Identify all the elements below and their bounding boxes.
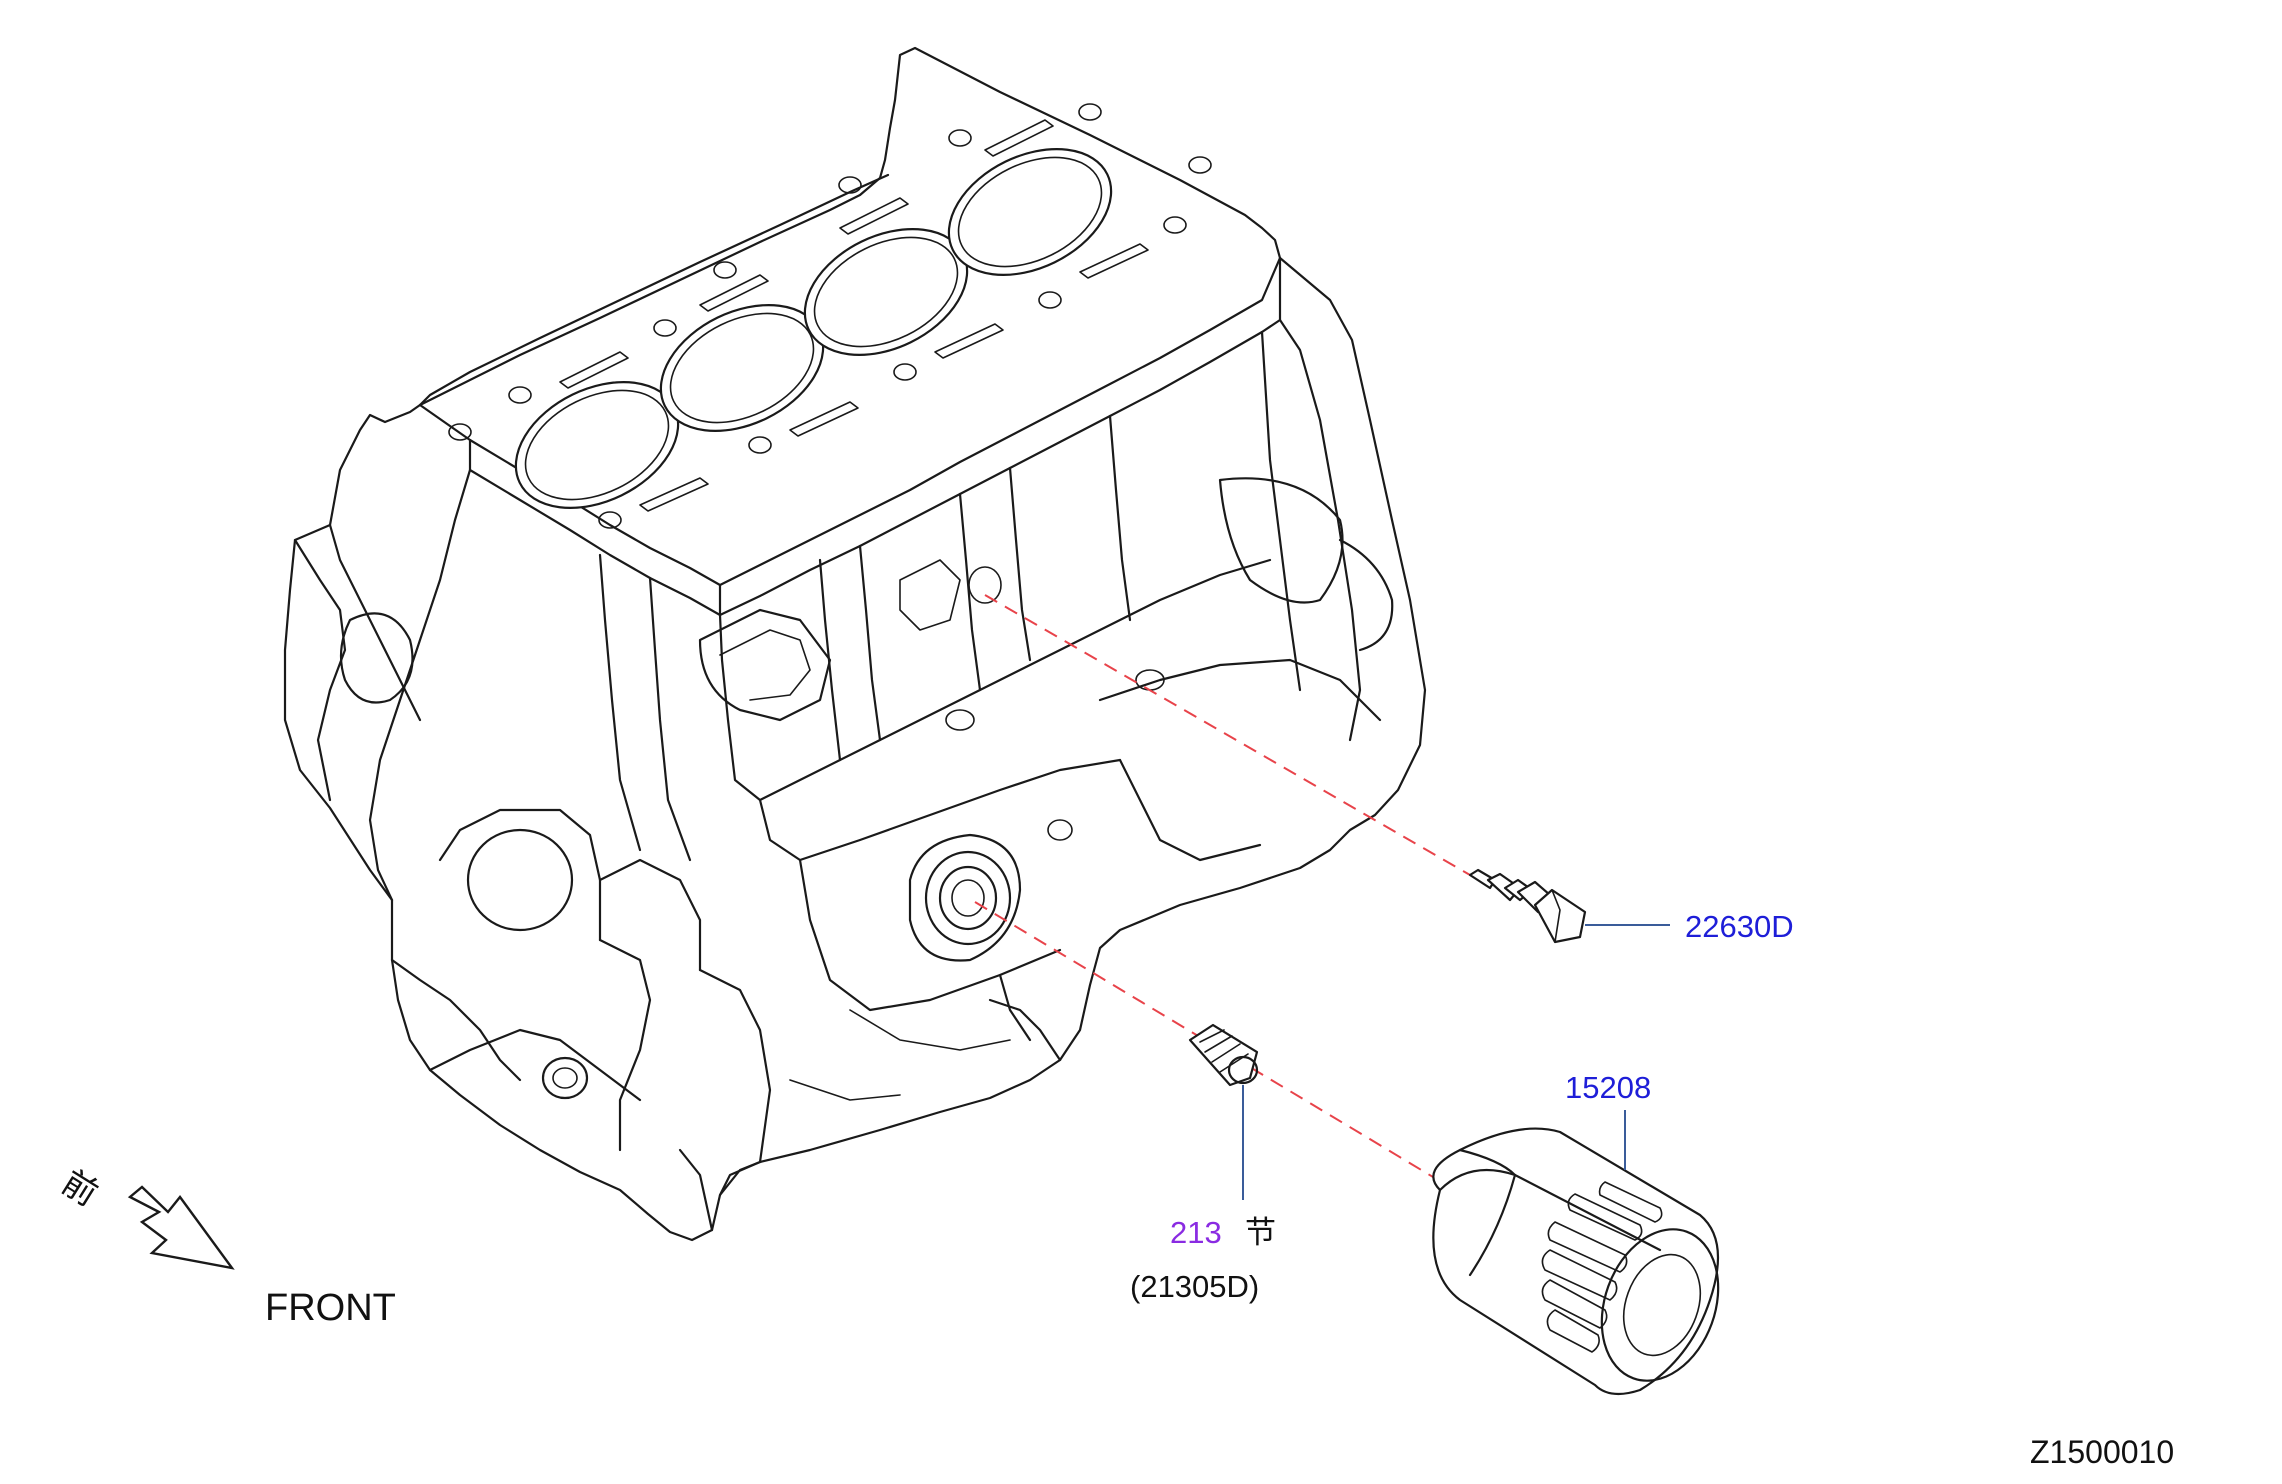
oil-filter (1432, 1127, 1720, 1396)
callout-22630d[interactable]: 22630D (1685, 909, 1794, 944)
water-temperature-sensor (1468, 868, 1587, 944)
deck-bolt-holes (448, 103, 1212, 529)
oil-filter-mount (908, 833, 1022, 962)
engine-block (283, 46, 1427, 1242)
front-label: FRONT (265, 1287, 396, 1329)
connector-stud (1188, 1023, 1259, 1087)
sensor-assembly-line (984, 594, 1471, 876)
callout-213-suffix: 节 (1245, 1215, 1276, 1250)
diagram-id: Z1500010 (2030, 1434, 2174, 1470)
callout-15208[interactable]: 15208 (1565, 1070, 1651, 1105)
callout-21305d-ref: (21305D) (1130, 1269, 1259, 1304)
callout-213-number[interactable]: 213 (1170, 1215, 1222, 1250)
cylinder-bores (514, 148, 1113, 509)
front-marker: 前 FRONT (55, 1164, 396, 1329)
front-arrow-icon (127, 1185, 235, 1270)
front-cjk-label: 前 (55, 1164, 104, 1214)
